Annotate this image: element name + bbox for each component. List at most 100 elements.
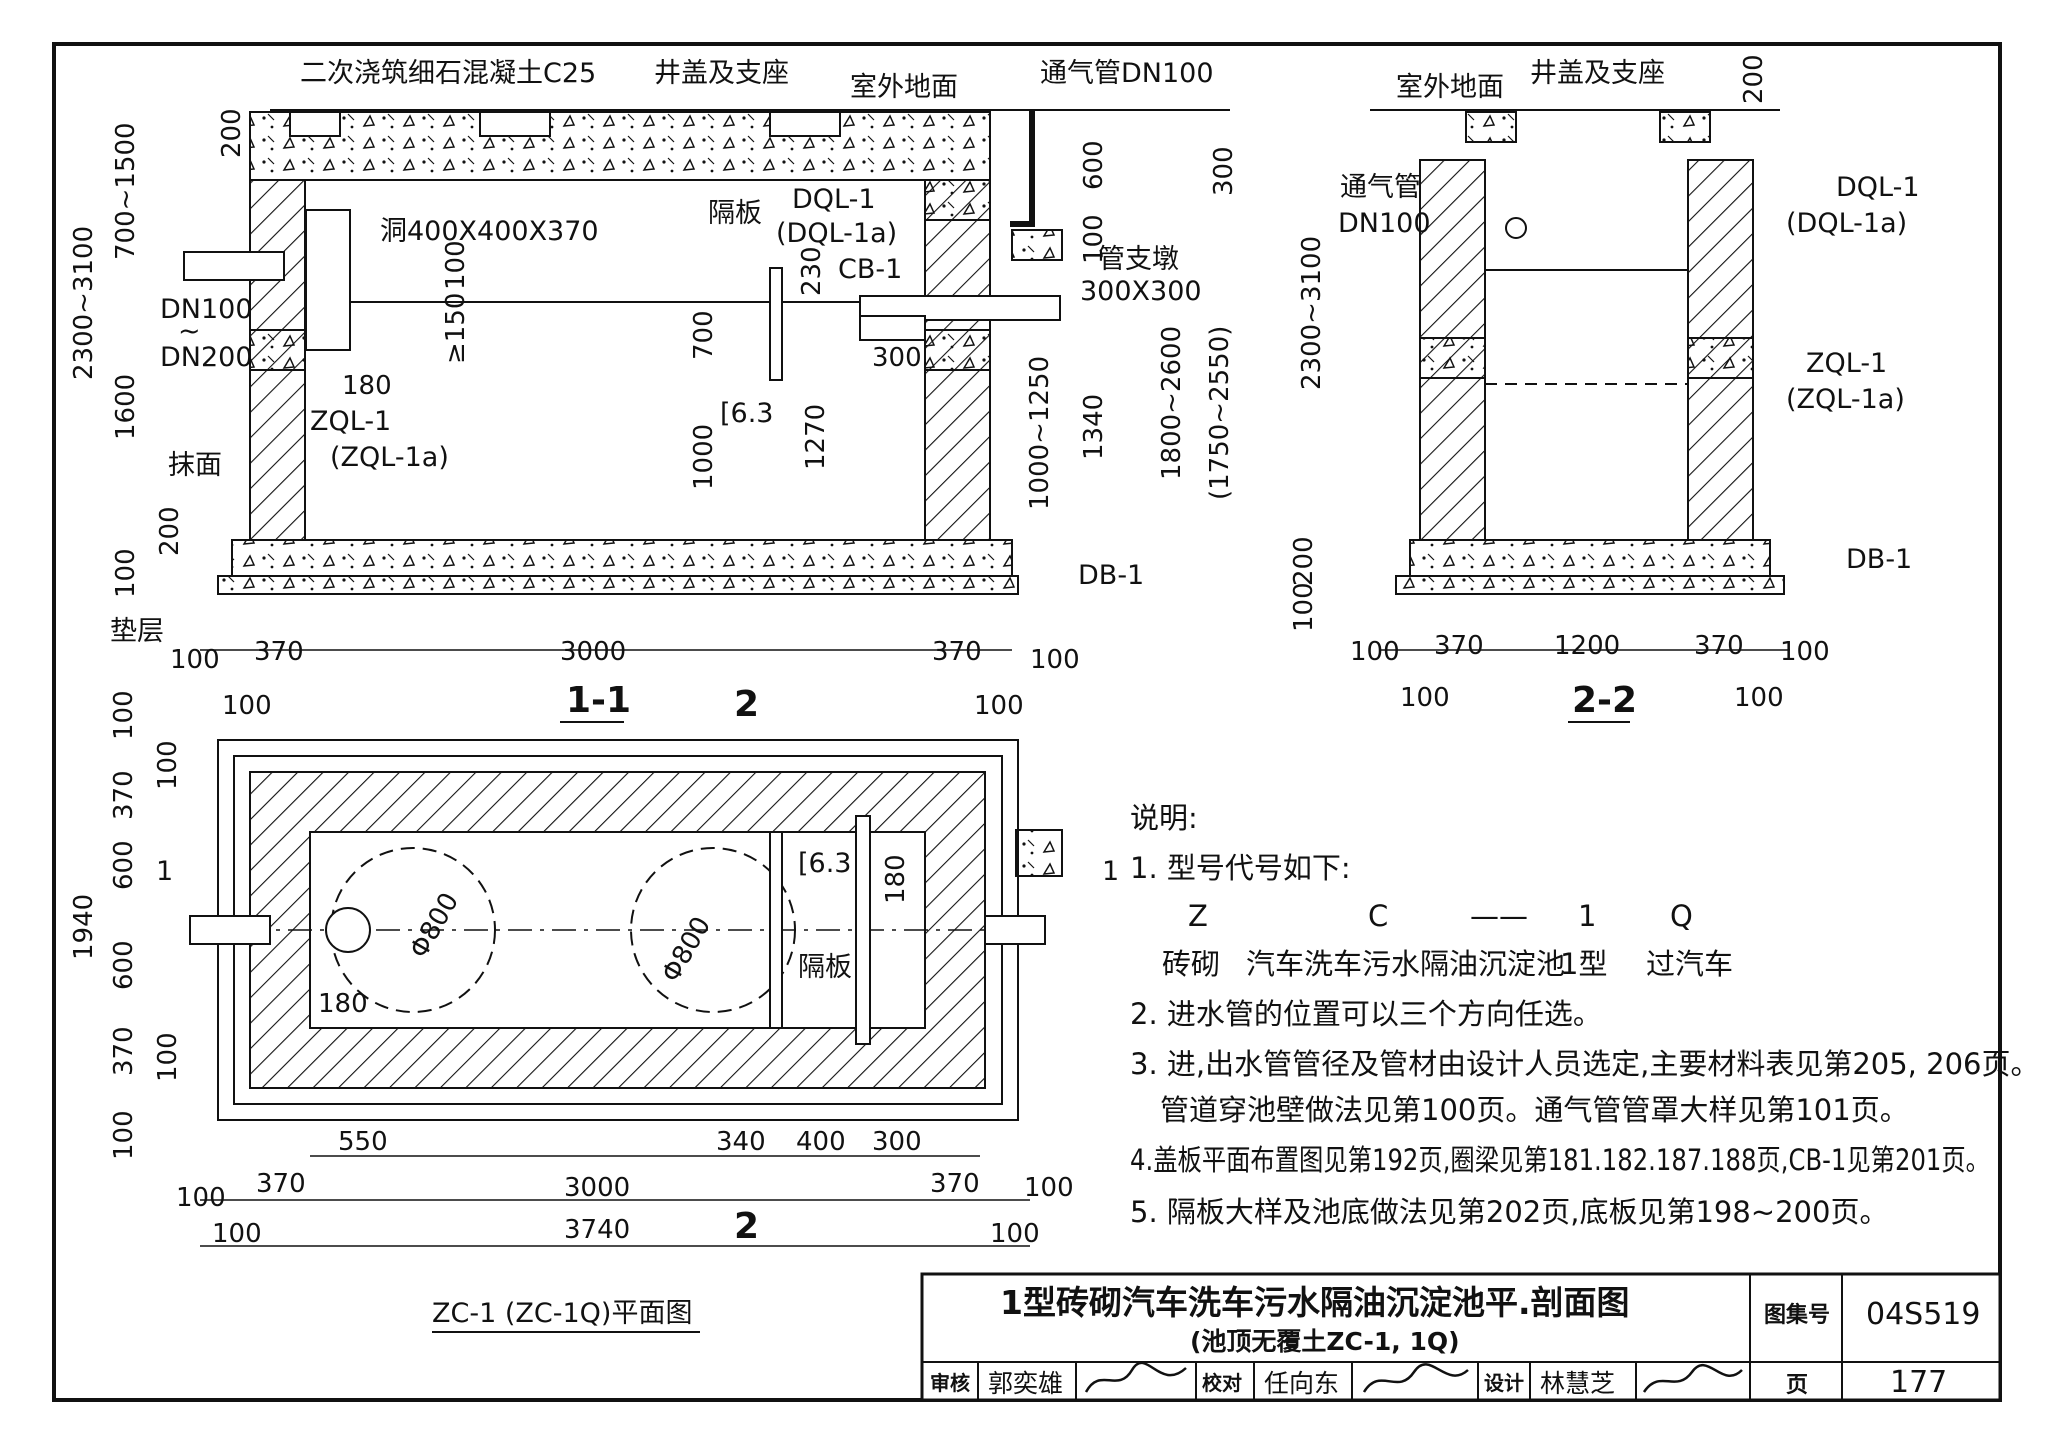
ring-beam-2a (1419, 337, 1486, 379)
code-z-desc: 砖砌 (1162, 947, 1220, 981)
plan-dim-300: 300 (872, 1127, 922, 1157)
note-4: 4.盖板平面布置图见第192页,圈梁见第181.182.187.188页,CB-… (1130, 1143, 1990, 1177)
atlas-number: 04S519 (1866, 1297, 1980, 1332)
dim-200-2: 200 (1289, 536, 1319, 586)
plan-view: 1 1 2 2 Φ800 Φ800 隔板 [6.3 180 180 100 10… (69, 684, 1119, 1333)
dim-300r: 300 (1209, 146, 1239, 196)
dim-b100d: 100 (974, 691, 1024, 721)
plan-dim-b370b: 370 (930, 1169, 980, 1199)
dim-1000: 1000 (689, 424, 719, 490)
dim-b100d-2: 100 (1734, 683, 1784, 713)
label-dn100: DN100 (160, 294, 253, 325)
title-block: 1型砖砌汽车洗车污水隔油沉淀池平.剖面图 (池顶无覆土ZC-1, 1Q) 图集号… (920, 1272, 2002, 1402)
cushion-2 (1395, 575, 1785, 595)
dim-b100a-2: 100 (1350, 637, 1400, 667)
vent-pipe (1010, 110, 1035, 227)
dim-200-top-2: 200 (1739, 54, 1769, 104)
label-concrete: 二次浇筑细石混凝土C25 (300, 58, 596, 89)
plan-dim-l600b: 600 (109, 940, 139, 990)
code-q-desc: 过汽车 (1646, 947, 1733, 981)
dim-700: 700 (689, 310, 719, 360)
dim-1600: 1600 (111, 374, 141, 440)
pipe-support (1011, 229, 1063, 261)
plan-pipe-support (1015, 829, 1063, 877)
label-cover-2: 井盖及支座 (1530, 58, 1665, 89)
section-2-2: 室外地面 井盖及支座 通气管 DN100 DQL-1 (DQL-1a) ZQL-… (1289, 54, 1920, 723)
dim-2300-3100: 2300~3100 (69, 226, 99, 380)
label-hole: 洞400X400X370 (380, 216, 599, 247)
code-c-desc: 汽车洗车污水隔油沉淀池 (1246, 947, 1565, 981)
label-vent-size-2: DN100 (1338, 208, 1431, 239)
plan-outlet-pipe (984, 915, 1046, 945)
dim-b100a: 100 (170, 645, 220, 675)
vent-pipe-2 (1505, 217, 1527, 239)
dim-b100c: 100 (222, 691, 272, 721)
drawing-subtitle: (池顶无覆土ZC-1, 1Q) (1190, 1327, 1460, 1356)
plan-partition (769, 831, 783, 1029)
base-slab (231, 539, 1013, 577)
label-vent-2: 通气管 (1340, 172, 1421, 203)
plan-dim-b100c: 100 (212, 1219, 262, 1249)
dim-b3000: 3000 (560, 637, 626, 667)
plan-dim-180-a: 180 (318, 989, 368, 1019)
cover-right (769, 111, 841, 137)
label-dql-2: DQL-1 (1836, 172, 1920, 203)
cushion (217, 575, 1019, 595)
section-mark-1-left: 1 (156, 856, 173, 887)
dim-180: 180 (342, 371, 392, 401)
plan-dim-b370a: 370 (256, 1169, 306, 1199)
reviewer-name: 郭奕雄 (988, 1369, 1063, 1398)
top-slab (249, 111, 991, 181)
label-zql: ZQL-1 (310, 406, 391, 437)
note-3b: 管道穿池壁做法见第100页。通气管管罩大样见第101页。 (1160, 1093, 1909, 1127)
label-pipe-support: 管支墩 (1098, 244, 1179, 275)
plan-dim-b3740: 3740 (564, 1215, 630, 1245)
dim-1750-2550: (1750~2550) (1205, 326, 1235, 500)
label-partition: 隔板 (708, 198, 762, 229)
note-5: 5. 隔板大样及池底做法见第202页,底板见第198~200页。 (1130, 1195, 1888, 1229)
label-dql: DQL-1 (792, 184, 876, 215)
plan-dim-550: 550 (338, 1127, 388, 1157)
design-label: 设计 (1484, 1371, 1524, 1395)
inlet-tee (305, 209, 351, 351)
page-number: 177 (1890, 1365, 1947, 1400)
plan-cb-slab (855, 815, 871, 1045)
label-db: DB-1 (1078, 560, 1144, 591)
dim-100-bot: 100 (111, 548, 141, 598)
review-label: 审核 (930, 1371, 970, 1395)
plan-dim-l1940: 1940 (69, 894, 99, 960)
plan-dim-l100b: 100 (153, 740, 183, 790)
checker-name: 任向东 (1264, 1369, 1339, 1398)
plan-dim-340: 340 (716, 1127, 766, 1157)
dim-100-2: 100 (1289, 582, 1319, 632)
reviewer-signature (1084, 1361, 1187, 1393)
dim-b100b: 100 (1030, 645, 1080, 675)
dim-2300-3100-2: 2300~3100 (1297, 236, 1327, 390)
plan-label-partition: 隔板 (798, 952, 852, 983)
plan-dim-180-b: 180 (881, 854, 911, 904)
inlet-riser (325, 907, 371, 953)
dim-200-top: 200 (217, 108, 247, 158)
label-cb: CB-1 (838, 254, 902, 285)
code-1: 1 (1578, 899, 1596, 933)
label-ground: 室外地面 (850, 72, 958, 103)
ring-beam-left (249, 329, 306, 371)
plan-dim-l600a: 600 (109, 840, 139, 890)
plan-dim-b100d: 100 (990, 1219, 1040, 1249)
base-slab-2 (1409, 539, 1771, 577)
label-plaster: 抹面 (168, 450, 222, 481)
page-label: 页 (1786, 1373, 1808, 1398)
atlas-label: 图集号 (1764, 1302, 1830, 1328)
manhole-dia-right: Φ800 (656, 912, 717, 988)
inlet-pipe (183, 251, 285, 281)
dim-700-1500: 700~1500 (111, 122, 141, 260)
notes-heading: 说明: (1130, 801, 1198, 835)
label-ground-2: 室外地面 (1396, 72, 1504, 103)
dim-b1200-2: 1200 (1554, 631, 1620, 661)
manhole-left (330, 847, 496, 1013)
manhole-dia-left: Φ800 (404, 888, 465, 964)
code-1-desc: 1型 (1560, 947, 1607, 981)
dim-100-pipe: 100 (441, 240, 471, 290)
dim-200-bot: 200 (155, 506, 185, 556)
